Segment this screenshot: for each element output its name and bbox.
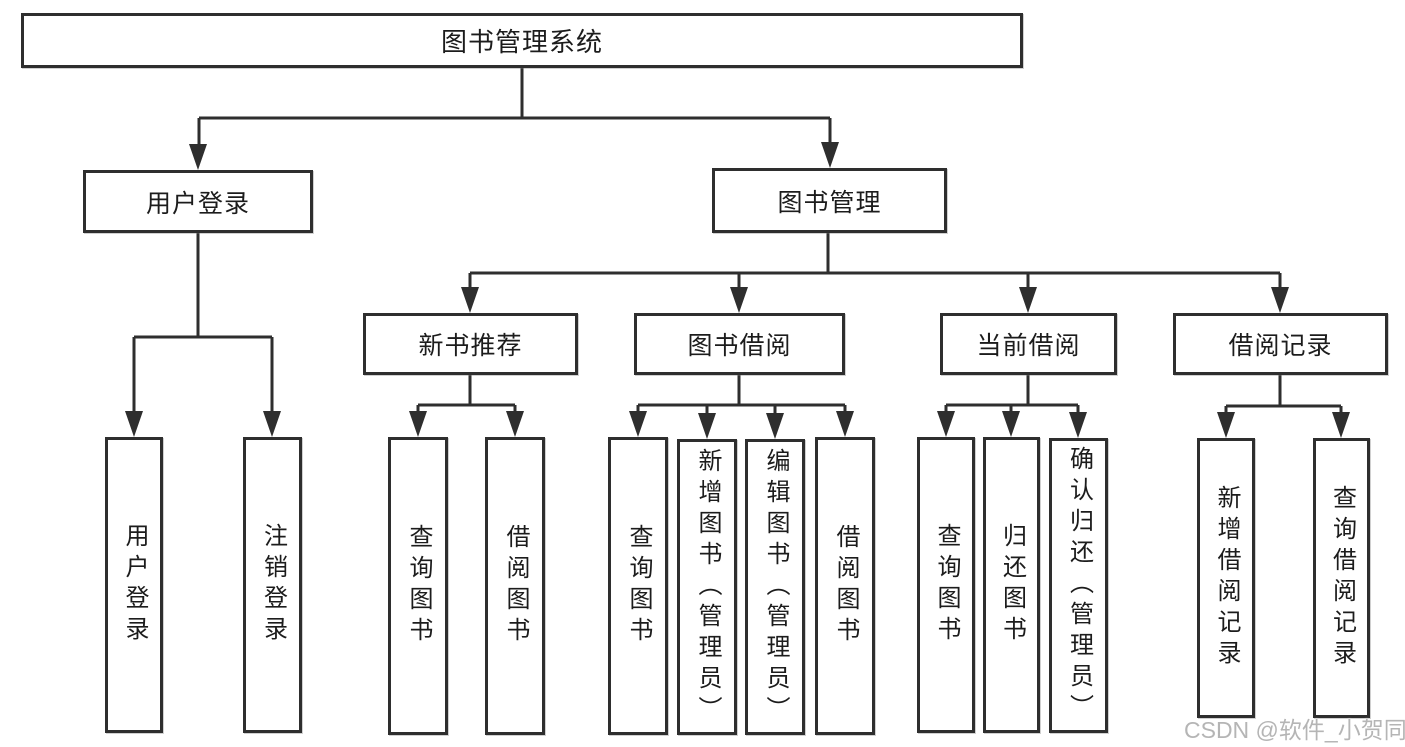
leaf-logout: 注销登录: [243, 437, 302, 733]
leaf-current-return: 归还图书: [983, 437, 1040, 733]
node-root: 图书管理系统: [21, 13, 1023, 68]
node-borrow-label: 图书借阅: [687, 332, 792, 360]
leaf-current-return-label: 归还图书: [998, 523, 1026, 647]
leaf-borrow-edit: 编辑图书（管理员）: [745, 439, 805, 735]
leaf-newbooks-query: 查询图书: [388, 437, 448, 735]
leaf-borrow-query-label: 查询图书: [625, 524, 652, 648]
leaf-current-confirm: 确认归还（管理员）: [1049, 438, 1108, 733]
node-current: 当前借阅: [940, 313, 1117, 375]
leaf-borrow-borrow-label: 借阅图书: [832, 524, 859, 648]
leaf-newbooks-query-label: 查询图书: [405, 524, 432, 648]
leaf-user-login: 用户登录: [105, 437, 163, 733]
leaf-newbooks-borrow-label: 借阅图书: [502, 524, 529, 648]
leaf-newbooks-borrow: 借阅图书: [485, 437, 545, 735]
leaf-records-add: 新增借阅记录: [1197, 438, 1255, 718]
leaf-borrow-add: 新增图书（管理员）: [677, 439, 737, 735]
node-current-label: 当前借阅: [976, 332, 1081, 360]
node-borrow: 图书借阅: [634, 313, 845, 375]
leaf-borrow-add-label: 新增图书（管理员）: [694, 447, 721, 727]
leaf-records-query-label: 查询借阅记录: [1328, 485, 1356, 671]
node-book-mgmt-label: 图书管理: [777, 188, 882, 217]
leaf-current-query-label: 查询图书: [933, 523, 960, 647]
leaf-borrow-edit-label: 编辑图书（管理员）: [762, 447, 789, 727]
leaf-current-query: 查询图书: [917, 437, 975, 733]
leaf-borrow-query: 查询图书: [608, 437, 668, 735]
node-user-login: 用户登录: [83, 170, 313, 233]
node-new-books-label: 新书推荐: [418, 332, 523, 360]
leaf-records-add-label: 新增借阅记录: [1213, 485, 1240, 671]
node-book-mgmt: 图书管理: [712, 168, 947, 233]
node-new-books: 新书推荐: [363, 313, 578, 375]
leaf-user-login-label: 用户登录: [121, 523, 148, 647]
leaf-borrow-borrow: 借阅图书: [815, 437, 875, 735]
node-records: 借阅记录: [1173, 313, 1388, 375]
node-root-label: 图书管理系统: [440, 27, 603, 57]
leaf-records-query: 查询借阅记录: [1313, 438, 1370, 718]
node-user-login-label: 用户登录: [145, 189, 250, 218]
leaf-logout-label: 注销登录: [259, 523, 287, 647]
csdn-watermark: CSDN @软件_小贺同学: [1184, 717, 1405, 743]
node-records-label: 借阅记录: [1228, 332, 1333, 360]
leaf-current-confirm-label: 确认归还（管理员）: [1065, 446, 1093, 725]
arrowheads: [125, 142, 1350, 439]
